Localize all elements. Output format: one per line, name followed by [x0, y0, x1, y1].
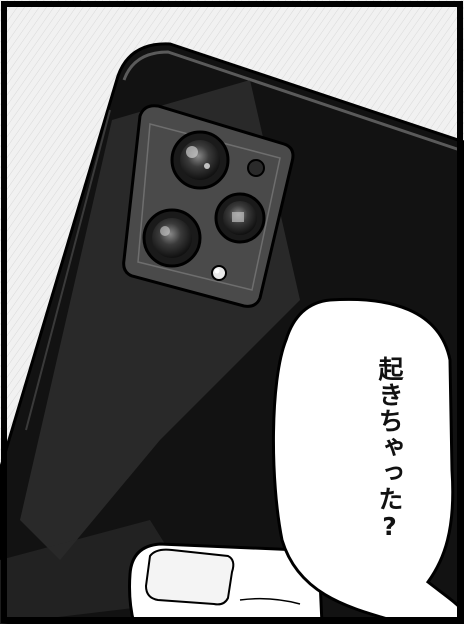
phone-side-edge	[25, 109, 111, 431]
camera-flash-icon	[211, 265, 227, 281]
speech-bubble-text: 起きちゃった?	[375, 356, 404, 542]
phone-edge-highlight	[122, 50, 461, 152]
thumb	[128, 542, 324, 624]
thumbnail	[144, 548, 235, 606]
camera-sensor-icon	[247, 159, 265, 177]
camera-lens-left-icon	[142, 208, 202, 268]
camera-lens-right-icon	[214, 192, 266, 244]
camera-lens-top-icon	[170, 130, 230, 190]
